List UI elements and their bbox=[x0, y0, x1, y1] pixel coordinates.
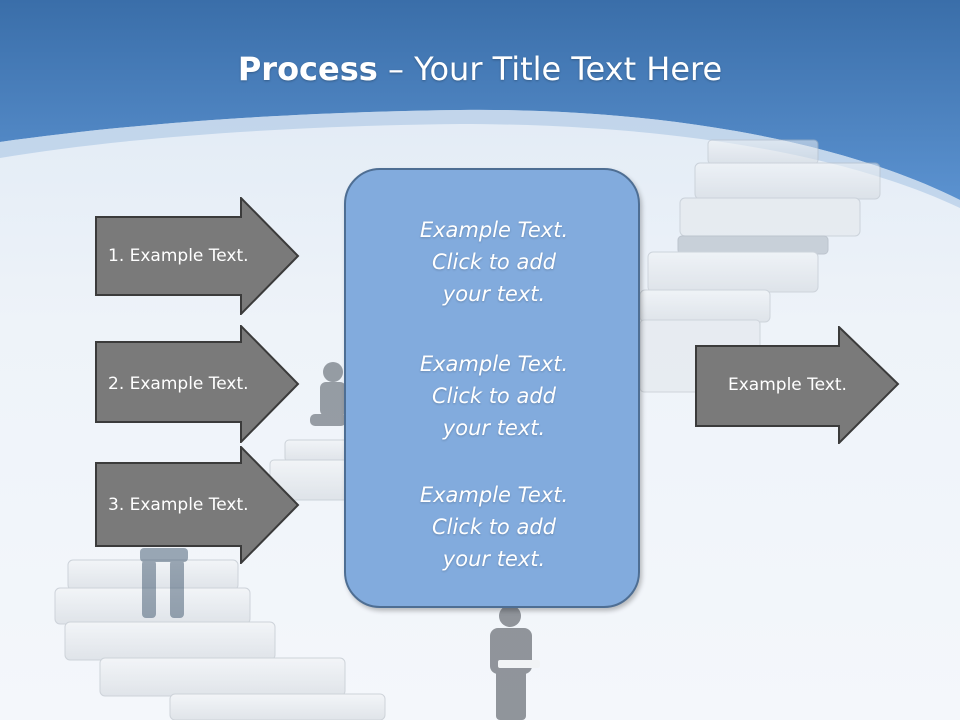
block-3-line-3: your text. bbox=[442, 547, 546, 571]
process-arrow-1-label: 1. Example Text. bbox=[108, 246, 249, 266]
block-2-line-1: Example Text. bbox=[419, 352, 569, 376]
process-arrow-3-label: 3. Example Text. bbox=[108, 495, 249, 515]
right-arrow-icon bbox=[95, 446, 300, 564]
block-1-line-3: your text. bbox=[442, 282, 546, 306]
figure-standing bbox=[490, 605, 540, 720]
right-arrow-icon bbox=[695, 326, 900, 444]
output-arrow-label: Example Text. bbox=[728, 375, 847, 395]
figure-sitting-bottom bbox=[140, 548, 188, 618]
book-stack-lower bbox=[54, 439, 386, 720]
right-arrow-icon bbox=[95, 197, 300, 315]
block-2-line-3: your text. bbox=[442, 416, 546, 440]
book-stack-upper bbox=[639, 139, 881, 393]
output-arrow[interactable]: Example Text. bbox=[695, 326, 900, 444]
block-2-line-2: Click to add bbox=[431, 384, 556, 408]
title-bold: Process bbox=[237, 50, 378, 88]
process-arrow-2[interactable]: 2. Example Text. bbox=[95, 325, 300, 443]
center-text-block-3: Example Text. Click to add your text. bbox=[346, 479, 642, 575]
block-1-line-2: Click to add bbox=[431, 250, 556, 274]
figure-sitting-top bbox=[310, 362, 346, 426]
right-arrow-icon bbox=[95, 325, 300, 443]
slide-title[interactable]: Process – Your Title Text Here bbox=[0, 50, 960, 88]
process-arrow-3[interactable]: 3. Example Text. bbox=[95, 446, 300, 564]
block-3-line-2: Click to add bbox=[431, 515, 556, 539]
process-arrow-1[interactable]: 1. Example Text. bbox=[95, 197, 300, 315]
process-arrow-2-label: 2. Example Text. bbox=[108, 374, 249, 394]
block-3-line-1: Example Text. bbox=[419, 483, 569, 507]
center-text-block-2: Example Text. Click to add your text. bbox=[346, 348, 642, 444]
center-text-box[interactable]: Example Text. Click to add your text. Ex… bbox=[344, 168, 640, 608]
block-1-line-1: Example Text. bbox=[419, 218, 569, 242]
header-band bbox=[0, 0, 960, 200]
center-text-block-1: Example Text. Click to add your text. bbox=[346, 214, 642, 310]
title-rest: – Your Title Text Here bbox=[377, 50, 723, 88]
header-swoosh bbox=[0, 109, 960, 208]
